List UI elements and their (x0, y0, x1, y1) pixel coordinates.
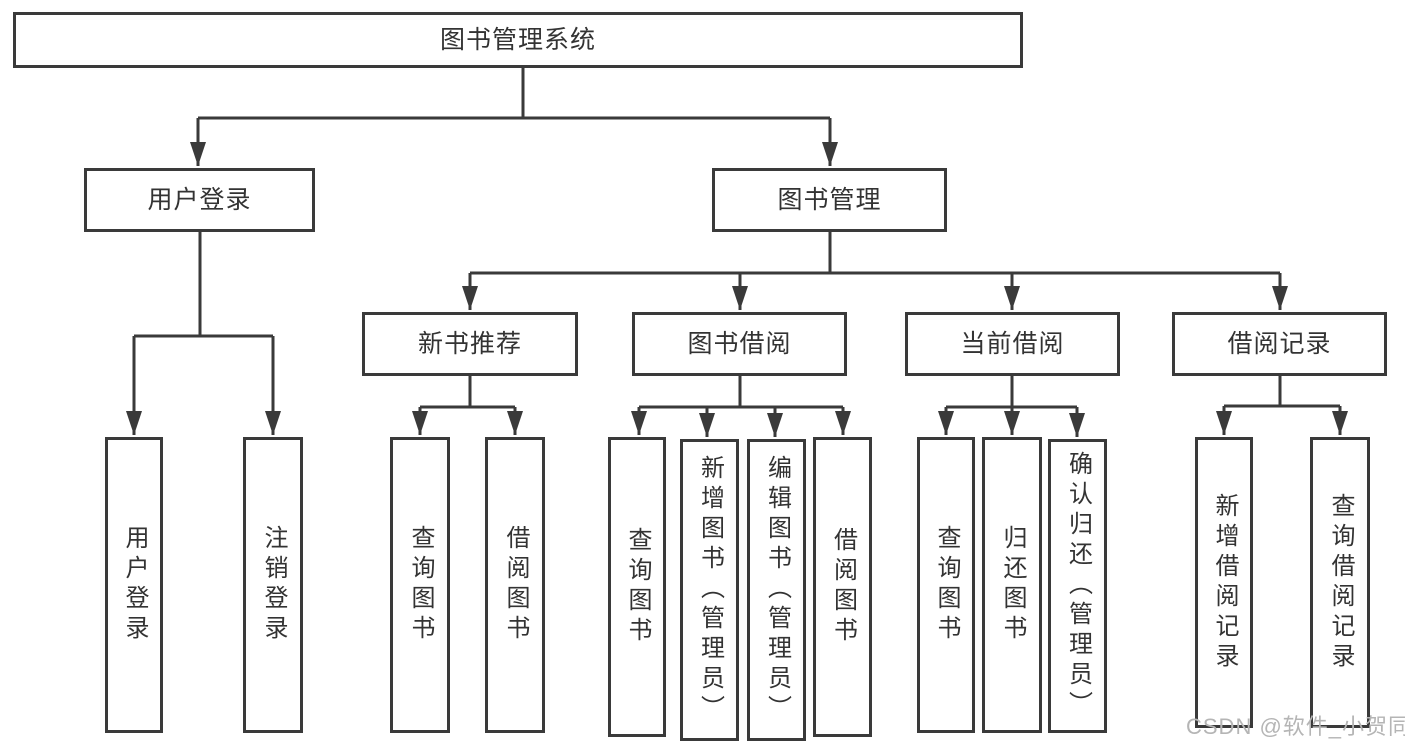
node-book-borrowing: 图书借阅 (632, 312, 847, 376)
node-current-borrowing: 当前借阅 (905, 312, 1120, 376)
node-new-book-recommendation: 新书推荐 (362, 312, 578, 376)
leaf-nb-query-books: 查询图书 (390, 437, 450, 733)
leaf-bb-add-book-admin-label: 新增图书（管理员） (696, 455, 724, 725)
leaf-logout-label: 注销登录 (260, 525, 287, 645)
leaf-user-login-label: 用户登录 (121, 525, 148, 645)
leaf-bb-add-book-admin: 新增图书（管理员） (680, 439, 739, 741)
node-user-login-label: 用户登录 (147, 185, 252, 214)
leaf-bb-borrow-books-label: 借阅图书 (829, 527, 857, 647)
csdn-watermark: CSDN @软件_小贺同学 (1186, 714, 1405, 739)
leaf-cb-return-books-label: 归还图书 (999, 525, 1026, 645)
leaf-cb-return-books: 归还图书 (982, 437, 1042, 733)
node-new-book-recommendation-label: 新书推荐 (417, 329, 522, 358)
leaf-cb-query-books: 查询图书 (917, 437, 975, 733)
leaf-user-login: 用户登录 (105, 437, 163, 733)
leaf-br-add-borrow-record-label: 新增借阅记录 (1211, 492, 1238, 673)
node-book-management: 图书管理 (712, 168, 947, 232)
leaf-br-add-borrow-record: 新增借阅记录 (1195, 437, 1253, 728)
leaf-cb-query-books-label: 查询图书 (933, 525, 960, 645)
node-user-login: 用户登录 (84, 168, 315, 232)
leaf-cb-confirm-return-admin-label: 确认归还（管理员） (1064, 451, 1092, 721)
leaf-bb-query-books-label: 查询图书 (624, 527, 651, 647)
leaf-bb-query-books: 查询图书 (608, 437, 666, 737)
connector-backbones (134, 68, 1340, 409)
node-book-borrowing-label: 图书借阅 (687, 329, 792, 358)
node-borrowing-records: 借阅记录 (1172, 312, 1387, 376)
node-borrowing-records-label: 借阅记录 (1227, 329, 1332, 358)
arrowheads (126, 118, 1348, 437)
leaf-nb-borrow-books: 借阅图书 (485, 437, 545, 733)
leaf-bb-edit-book-admin-label: 编辑图书（管理员） (763, 455, 791, 725)
leaf-cb-confirm-return-admin: 确认归还（管理员） (1048, 439, 1107, 733)
leaf-logout: 注销登录 (243, 437, 303, 733)
node-book-management-label: 图书管理 (777, 185, 882, 214)
leaf-bb-edit-book-admin: 编辑图书（管理员） (747, 439, 806, 741)
node-root: 图书管理系统 (13, 12, 1023, 68)
leaf-br-query-borrow-record-label: 查询借阅记录 (1327, 492, 1354, 673)
leaf-nb-query-books-label: 查询图书 (407, 525, 434, 645)
leaf-br-query-borrow-record: 查询借阅记录 (1310, 437, 1370, 728)
node-current-borrowing-label: 当前借阅 (960, 329, 1065, 358)
node-root-label: 图书管理系统 (439, 25, 596, 54)
leaf-nb-borrow-books-label: 借阅图书 (502, 525, 529, 645)
leaf-bb-borrow-books: 借阅图书 (813, 437, 872, 737)
